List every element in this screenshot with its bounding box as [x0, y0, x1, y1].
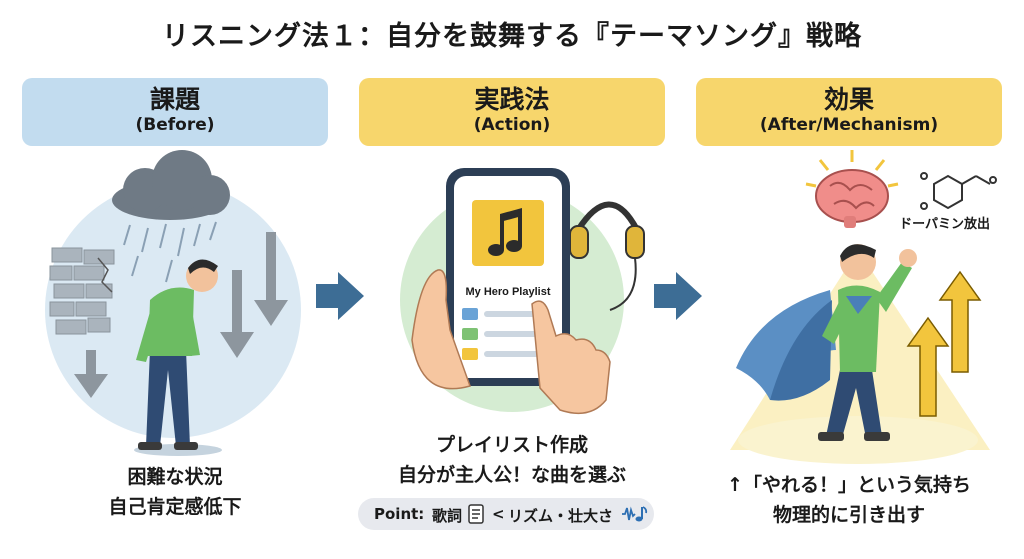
playlist-title: My Hero Playlist [466, 286, 551, 298]
next-arrow-icon [654, 272, 702, 320]
rain-cloud-icon [112, 150, 230, 283]
point-rhythm: リズム・壮大さ [508, 507, 614, 525]
before-caption-line2: 自己肯定感低下 [108, 496, 242, 518]
left-hand [411, 269, 471, 390]
header-before: 課題 (Before) [22, 78, 328, 146]
point-less-than: < [492, 505, 505, 523]
down-arrow-icon [220, 270, 254, 358]
brick-wall [49, 247, 115, 335]
after-caption: ↑「やれる！」という気持ち 物理的に引き出す [696, 470, 1002, 530]
down-arrow-icon [254, 232, 288, 326]
document-icon [468, 504, 484, 524]
header-after-sub: (After/Mechanism) [759, 115, 939, 135]
point-label: Point: [374, 505, 425, 523]
music-note-icon [488, 208, 522, 256]
header-action-sub: (Action) [473, 115, 551, 135]
sound-wave-music-icon [622, 506, 648, 522]
header-after: 効果 (After/Mechanism) [696, 78, 1002, 146]
point-lyrics: 歌詞 [432, 507, 463, 525]
headphones-icon [569, 201, 645, 311]
before-illustration [45, 150, 301, 456]
brain-icon [815, 169, 889, 228]
action-illustration [400, 168, 645, 415]
cape [736, 290, 836, 400]
header-action-title: 実践法 [474, 85, 550, 114]
action-caption-line1: プレイリスト作成 [435, 434, 588, 456]
down-arrows [74, 232, 288, 398]
action-caption: プレイリスト作成 自分が主人公！な曲を選ぶ [359, 430, 665, 490]
after-illustration [730, 150, 997, 464]
sad-person [134, 259, 222, 456]
header-before-sub: (Before) [135, 115, 215, 135]
point-pill: Point: 歌詞 < リズム・壮大さ [358, 498, 654, 530]
header-before-title: 課題 [149, 85, 200, 114]
before-caption-line1: 困難な状況 [127, 466, 223, 488]
up-arrows [906, 270, 982, 417]
down-arrow-icon [74, 350, 108, 398]
hero-person [736, 244, 917, 441]
header-after-title: 効果 [823, 85, 874, 114]
up-arrow-icon [938, 270, 982, 373]
dopamine-molecule-icon [920, 172, 997, 210]
brain-rays [805, 150, 899, 188]
header-action: 実践法 (Action) [359, 78, 665, 146]
page-title: リスニング法１：自分を鼓舞する『テーマソング』戦略 [162, 21, 862, 52]
playlist-rows [462, 308, 540, 360]
after-caption-line2: 物理的に引き出す [772, 504, 925, 526]
after-caption-line1: ↑「やれる！」という気持ち [727, 474, 971, 496]
up-arrow-icon [906, 316, 950, 417]
album-art [472, 200, 544, 266]
pointing-hand [531, 300, 611, 415]
action-caption-line2: 自分が主人公！な曲を選ぶ [397, 464, 626, 486]
crack-line [97, 257, 113, 293]
next-arrow-icon [316, 272, 364, 320]
dopamine-label: ドーパミン放出 [899, 216, 990, 232]
before-caption: 困難な状況 自己肯定感低下 [22, 462, 328, 522]
